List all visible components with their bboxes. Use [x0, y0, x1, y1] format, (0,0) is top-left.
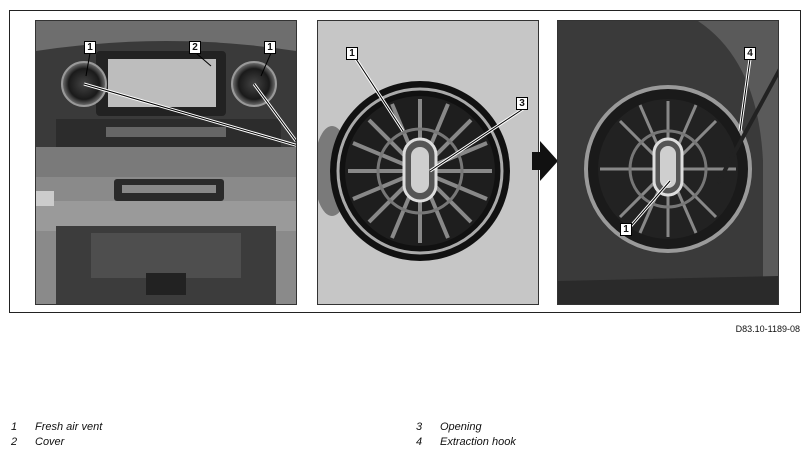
legend-item: 4 Extraction hook — [416, 435, 516, 450]
vent-closeup-photo: 1 3 — [317, 20, 539, 305]
legend-number: 2 — [11, 436, 18, 448]
callout-fresh-air-vent-right: 1 — [264, 41, 276, 54]
dashboard-photo: 1 2 1 — [35, 20, 297, 305]
legend-number: 3 — [416, 421, 423, 433]
legend-item: 2 Cover — [11, 435, 102, 450]
callout-cover: 2 — [189, 41, 201, 54]
callout-extraction-hook: 4 — [744, 47, 756, 60]
figure-frame: 1 2 1 — [9, 10, 801, 313]
callout-fresh-air-vent: 1 — [620, 223, 632, 236]
legend-number: 4 — [416, 436, 423, 448]
legend-label: Fresh air vent — [35, 421, 103, 433]
callout-fresh-air-vent: 1 — [346, 47, 358, 60]
extraction-hook-photo: 4 1 — [557, 20, 779, 305]
arrow-right-icon — [532, 141, 558, 181]
callout-opening: 3 — [516, 97, 528, 110]
legend-number: 1 — [11, 421, 18, 433]
legend-item: 1 Fresh air vent — [11, 420, 102, 435]
legend-label: Opening — [440, 421, 482, 433]
legend-label: Extraction hook — [440, 436, 516, 448]
callout-fresh-air-vent-left: 1 — [84, 41, 96, 54]
legend-left: 1 Fresh air vent 2 Cover — [11, 420, 102, 450]
legend-label: Cover — [35, 436, 65, 448]
legend-item: 3 Opening — [416, 420, 516, 435]
document-id: D83.10-1189-08 — [735, 324, 800, 334]
legend-right: 3 Opening 4 Extraction hook — [416, 420, 516, 450]
